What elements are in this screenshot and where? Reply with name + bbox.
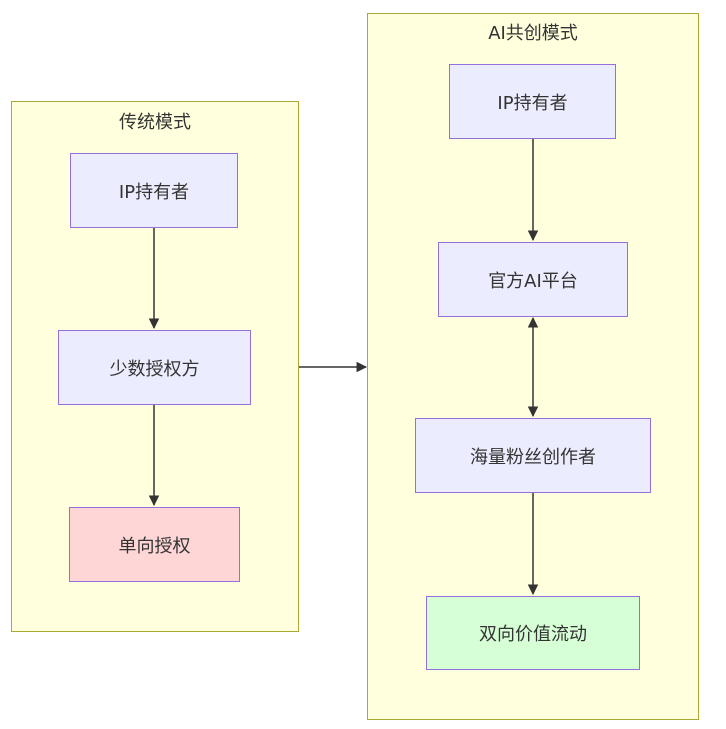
node-few-licensees[interactable]: 少数授权方 xyxy=(58,330,251,405)
node-official-ai-platform[interactable]: 官方AI平台 xyxy=(438,242,628,317)
node-ai-ip-holder[interactable]: IP持有者 xyxy=(449,64,616,139)
node-traditional-ip-holder[interactable]: IP持有者 xyxy=(70,153,238,228)
node-one-way-license[interactable]: 单向授权 xyxy=(69,507,240,582)
cluster-traditional-title: 传统模式 xyxy=(119,112,191,133)
node-two-way-value-flow[interactable]: 双向价值流动 xyxy=(426,596,640,670)
cluster-ai-title: AI共创模式 xyxy=(488,23,578,44)
node-fan-creators[interactable]: 海量粉丝创作者 xyxy=(415,418,651,493)
